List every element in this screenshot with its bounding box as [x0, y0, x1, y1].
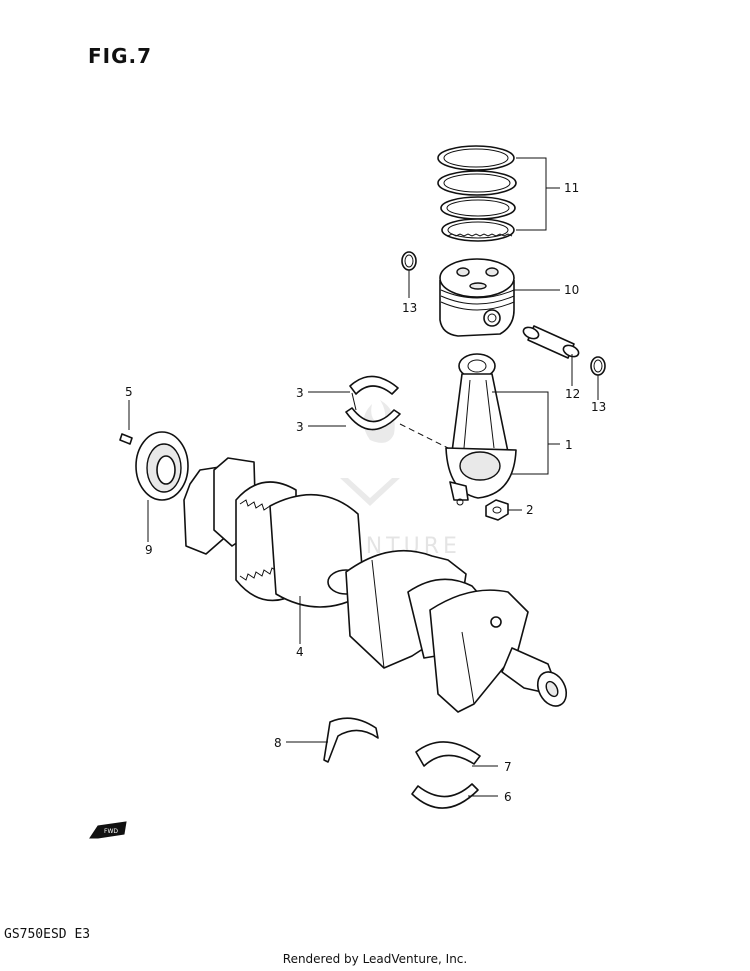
callout-1: 1	[565, 438, 573, 452]
callout-12: 12	[565, 387, 580, 401]
callout-3-upper: 3	[296, 386, 304, 400]
dowel-pin	[119, 433, 133, 445]
piston-rings	[437, 145, 517, 242]
assembly-guide-line	[399, 423, 449, 449]
callout-2: 2	[526, 503, 534, 517]
crank-bearing-upper	[415, 741, 481, 767]
callout-13-right: 13	[591, 400, 606, 414]
model-code: GS750ESD E3	[4, 927, 91, 942]
piston-pin	[522, 325, 580, 359]
conrod-nut	[485, 499, 509, 521]
callout-4: 4	[296, 645, 304, 659]
thrust-bearing	[323, 717, 379, 763]
callout-8: 8	[274, 736, 282, 750]
callout-13-left: 13	[402, 301, 417, 315]
callout-7: 7	[504, 760, 512, 774]
figure-title: FIG.7	[88, 44, 153, 68]
callout-labels: 11 10 13 12 13 3 3 1 2 5 9 4 8 7 6	[125, 181, 606, 804]
callout-3-lower: 3	[296, 420, 304, 434]
callout-9: 9	[145, 543, 153, 557]
piston	[439, 258, 515, 337]
crank-bearing-lower	[411, 783, 479, 809]
oil-seal	[135, 431, 189, 501]
callout-11: 11	[564, 181, 579, 195]
conrod-bearing-lower	[345, 407, 401, 431]
circlip-right	[590, 356, 606, 376]
crankshaft	[183, 457, 568, 713]
connecting-rod	[445, 353, 517, 506]
circlip-left	[401, 251, 417, 271]
callout-10: 10	[564, 283, 579, 297]
fwd-badge-text: FWD	[104, 828, 118, 835]
callout-6: 6	[504, 790, 512, 804]
callout-5: 5	[125, 385, 133, 399]
footer-credit: Rendered by LeadVenture, Inc.	[282, 952, 468, 966]
leader-lines	[128, 157, 599, 797]
conrod-bearing-upper	[349, 375, 399, 411]
fwd-direction-badge: FWD	[89, 821, 127, 839]
